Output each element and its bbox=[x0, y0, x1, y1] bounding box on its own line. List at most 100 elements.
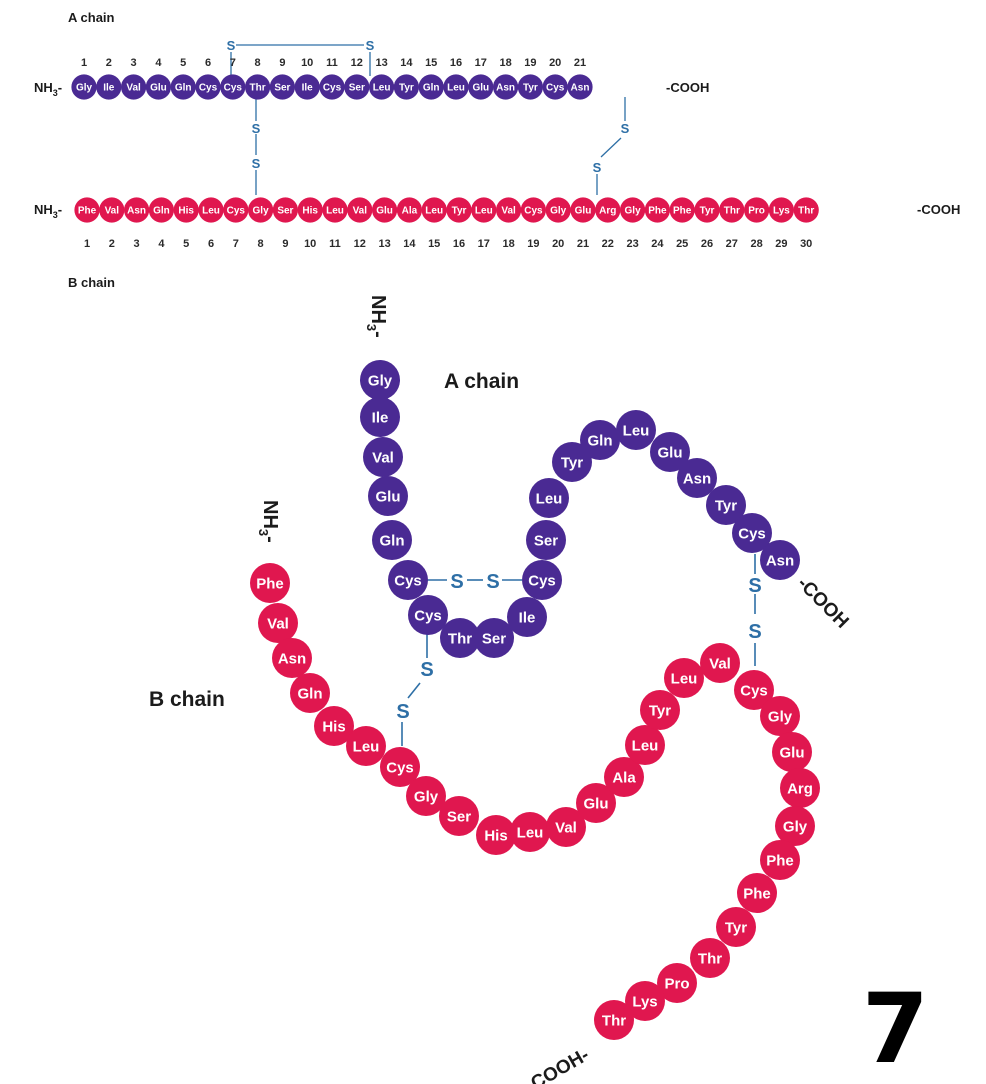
b-chain-residue-17-linear: Leu bbox=[471, 197, 496, 222]
a-chain-number-19: 19 bbox=[524, 57, 536, 69]
b-chain-linear-residues: PheValAsnGlnHisLeuCysGlySerHisLeuValGluA… bbox=[74, 197, 818, 222]
b-chain-residue-6-linear-label: Leu bbox=[202, 206, 220, 217]
b-chain-residue-8-linear-label: Gly bbox=[253, 206, 270, 217]
disulfide-bond-a20-b19: S S bbox=[748, 554, 761, 666]
a-chain-residue-13-linear-label: Leu bbox=[373, 83, 391, 94]
disulfide-bond-a6-a11: S S bbox=[427, 571, 522, 593]
b-chain-residue-4-linear-label: Gln bbox=[153, 206, 170, 217]
b-chain-residue-19-linear-label: Cys bbox=[524, 206, 543, 217]
b-chain-residue-25-linear-label: Phe bbox=[673, 206, 692, 217]
sulfur-a20: S bbox=[748, 575, 761, 597]
b-chain-residue-16-label: Tyr bbox=[649, 702, 671, 719]
a-chain-residue-21: Asn bbox=[760, 540, 800, 580]
b-chain-residue-3-linear: Asn bbox=[124, 197, 149, 222]
a-chain-folded-residues: GlyIleValGluGlnCysCysThrSerIleCysSerLeuT… bbox=[360, 360, 800, 658]
svg-text:NH3-: NH3- bbox=[364, 295, 389, 338]
b-chain-residue-4: Gln bbox=[290, 673, 330, 713]
disulfide-bond-a20-b19-linear: S S bbox=[593, 97, 630, 195]
b-chain-residue-12-linear: Val bbox=[347, 197, 372, 222]
b-chain-residue-9-label: Ser bbox=[447, 808, 471, 825]
b-chain-residue-18-linear-label: Val bbox=[501, 206, 516, 217]
b-chain-residue-25-label: Phe bbox=[743, 885, 771, 902]
a-chain-residue-10-linear: Ile bbox=[295, 74, 320, 99]
b-chain-number-5: 5 bbox=[183, 238, 189, 250]
a-chain-residue-3-label: Val bbox=[372, 449, 394, 466]
a-chain-residue-13-label: Leu bbox=[536, 490, 563, 507]
b-chain-number-17: 17 bbox=[478, 238, 490, 250]
a-chain-residue-6-linear-label: Cys bbox=[199, 83, 218, 94]
b-chain-number-19: 19 bbox=[527, 238, 539, 250]
b-chain-number-10: 10 bbox=[304, 238, 316, 250]
b-chain-residue-18-linear: Val bbox=[496, 197, 521, 222]
a-chain-residue-10-linear-label: Ile bbox=[302, 83, 314, 94]
b-chain-number-26: 26 bbox=[701, 238, 713, 250]
b-chain-residue-21-linear: Glu bbox=[570, 197, 595, 222]
a-chain-residue-4-linear-label: Glu bbox=[150, 83, 167, 94]
a-chain-residue-8-label: Thr bbox=[448, 630, 472, 647]
svg-text:-COOH: -COOH bbox=[793, 573, 853, 633]
b-chain-residue-28-linear-label: Pro bbox=[748, 206, 765, 217]
sulfur-a6-linear: S bbox=[227, 38, 236, 53]
a-chain-number-20: 20 bbox=[549, 57, 561, 69]
a-chain-label: A chain bbox=[444, 370, 519, 393]
b-chain-residue-1-linear: Phe bbox=[74, 197, 99, 222]
b-chain-residue-11-linear-label: Leu bbox=[326, 206, 344, 217]
b-chain-n-terminus-linear: NH3- bbox=[34, 202, 62, 220]
b-chain-residue-14-label: Ala bbox=[612, 769, 636, 786]
b-chain-residue-30: Thr bbox=[594, 1000, 634, 1040]
a-chain-residue-21-linear-label: Asn bbox=[571, 83, 590, 94]
b-chain-residue-12-linear-label: Val bbox=[353, 206, 368, 217]
a-chain-residue-17-linear: Glu bbox=[468, 74, 493, 99]
a-chain-number-6: 6 bbox=[205, 57, 211, 69]
a-chain-residue-19-linear: Tyr bbox=[518, 74, 543, 99]
b-chain-residue-21: Glu bbox=[772, 732, 812, 772]
a-chain-residue-9: Ser bbox=[474, 618, 514, 658]
a-chain-residue-10-label: Ile bbox=[519, 609, 536, 626]
b-chain-residue-14-linear-label: Ala bbox=[402, 206, 418, 217]
b-chain-residue-29-linear-label: Lys bbox=[773, 206, 790, 217]
a-chain-number-12: 12 bbox=[351, 57, 363, 69]
a-chain-number-18: 18 bbox=[499, 57, 511, 69]
b-chain-residue-21-label: Glu bbox=[780, 744, 805, 761]
b-chain-residue-21-linear-label: Glu bbox=[575, 206, 592, 217]
a-chain-residue-20-label: Cys bbox=[738, 525, 766, 542]
b-chain-residue-17: Leu bbox=[664, 658, 704, 698]
a-chain-residue-6-linear: Cys bbox=[195, 74, 220, 99]
b-chain-residue-25: Phe bbox=[737, 873, 777, 913]
b-chain-residue-12-label: Val bbox=[555, 819, 577, 836]
b-chain-residue-2-label: Val bbox=[267, 615, 289, 632]
b-chain-residue-13-linear: Glu bbox=[372, 197, 397, 222]
a-chain-residue-12-label: Ser bbox=[534, 532, 558, 549]
a-chain-residue-14-label: Tyr bbox=[561, 454, 583, 471]
b-chain-residue-10-linear: His bbox=[298, 197, 323, 222]
svg-text:COOH-: COOH- bbox=[527, 1045, 592, 1084]
b-chain-residue-11-linear: Leu bbox=[322, 197, 347, 222]
a-chain-residue-2: Ile bbox=[360, 397, 400, 437]
svg-text:-COOH: -COOH bbox=[666, 80, 709, 95]
b-chain-residue-24: Phe bbox=[760, 840, 800, 880]
b-chain-residue-20-linear: Gly bbox=[546, 197, 571, 222]
b-chain-number-29: 29 bbox=[775, 238, 787, 250]
a-chain-residue-1-label: Gly bbox=[368, 372, 393, 389]
a-chain-number-4: 4 bbox=[155, 57, 162, 69]
b-chain-residue-16-linear: Tyr bbox=[446, 197, 471, 222]
b-chain-residue-6: Leu bbox=[346, 726, 386, 766]
b-chain-residue-26-linear: Tyr bbox=[694, 197, 719, 222]
b-chain-residue-18: Val bbox=[700, 643, 740, 683]
b-chain-residue-3-label: Asn bbox=[278, 650, 306, 667]
b-chain-number-3: 3 bbox=[134, 238, 140, 250]
a-chain-residue-19-label: Tyr bbox=[715, 497, 737, 514]
a-chain-residue-20-linear-label: Cys bbox=[546, 83, 565, 94]
b-chain-residue-26-linear-label: Tyr bbox=[700, 206, 715, 217]
sulfur-a11-linear: S bbox=[366, 38, 375, 53]
b-chain-residue-24-label: Phe bbox=[766, 852, 794, 869]
b-chain-residue-2: Val bbox=[258, 603, 298, 643]
sulfur-a7-linear: S bbox=[252, 121, 261, 136]
b-chain-residue-11: Leu bbox=[510, 812, 550, 852]
b-chain-residue-23-linear-label: Gly bbox=[625, 206, 642, 217]
b-chain-residue-22-linear: Arg bbox=[595, 197, 620, 222]
b-chain-residue-4-linear: Gln bbox=[149, 197, 174, 222]
sulfur-b19-linear: S bbox=[593, 160, 602, 175]
